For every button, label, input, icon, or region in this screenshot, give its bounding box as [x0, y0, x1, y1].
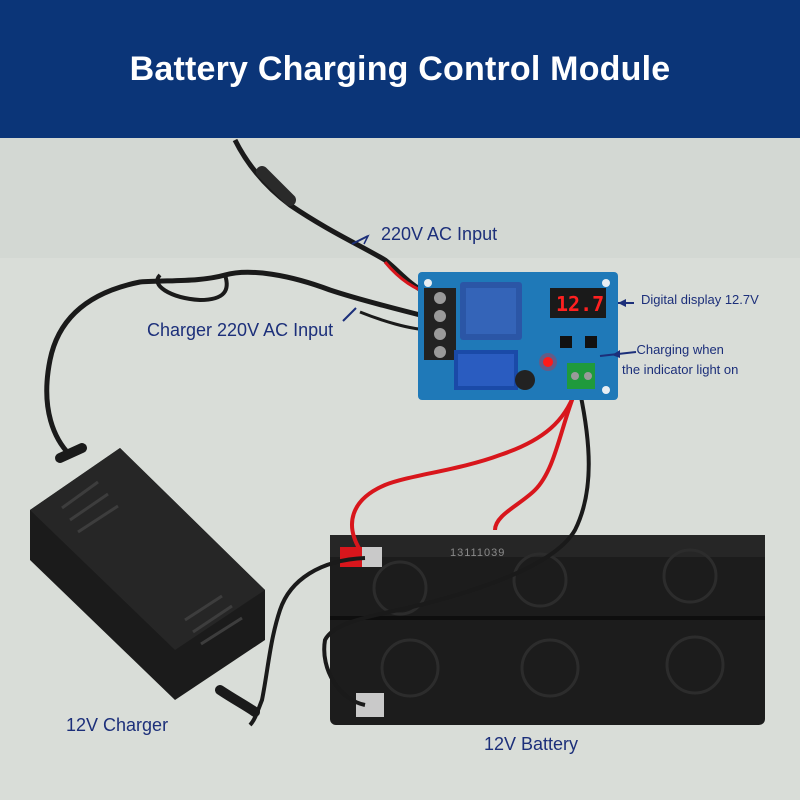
- label-digital-display: Digital display 12.7V: [641, 292, 759, 307]
- battery-code: 13111039: [450, 547, 505, 559]
- battery: 13111039: [330, 535, 765, 725]
- charger-ac-cable: [44, 269, 433, 457]
- product-photo: 13111039: [0, 138, 800, 800]
- label-charging-indicator: Charging when the indicator light on: [622, 340, 738, 380]
- label-charging-line1: Charging when: [636, 342, 724, 357]
- label-charger: 12V Charger: [66, 715, 169, 735]
- display-readout: 12.7: [556, 292, 604, 316]
- title-banner: Battery Charging Control Module: [0, 0, 800, 138]
- label-ac-input: 220V AC Input: [381, 224, 498, 244]
- label-battery: 12V Battery: [484, 734, 579, 754]
- digital-display: [550, 288, 606, 318]
- black-wire-to-battery: [322, 391, 591, 707]
- charger-brick: [30, 443, 265, 717]
- control-module: 12.7: [418, 272, 618, 400]
- label-charging-line2: the indicator light on: [622, 362, 739, 377]
- page-title: Battery Charging Control Module: [129, 49, 671, 88]
- charging-indicator-led: [543, 357, 553, 367]
- red-wire-to-battery: [350, 391, 577, 552]
- label-charger-ac-input: Charger 220V AC Input: [147, 320, 334, 340]
